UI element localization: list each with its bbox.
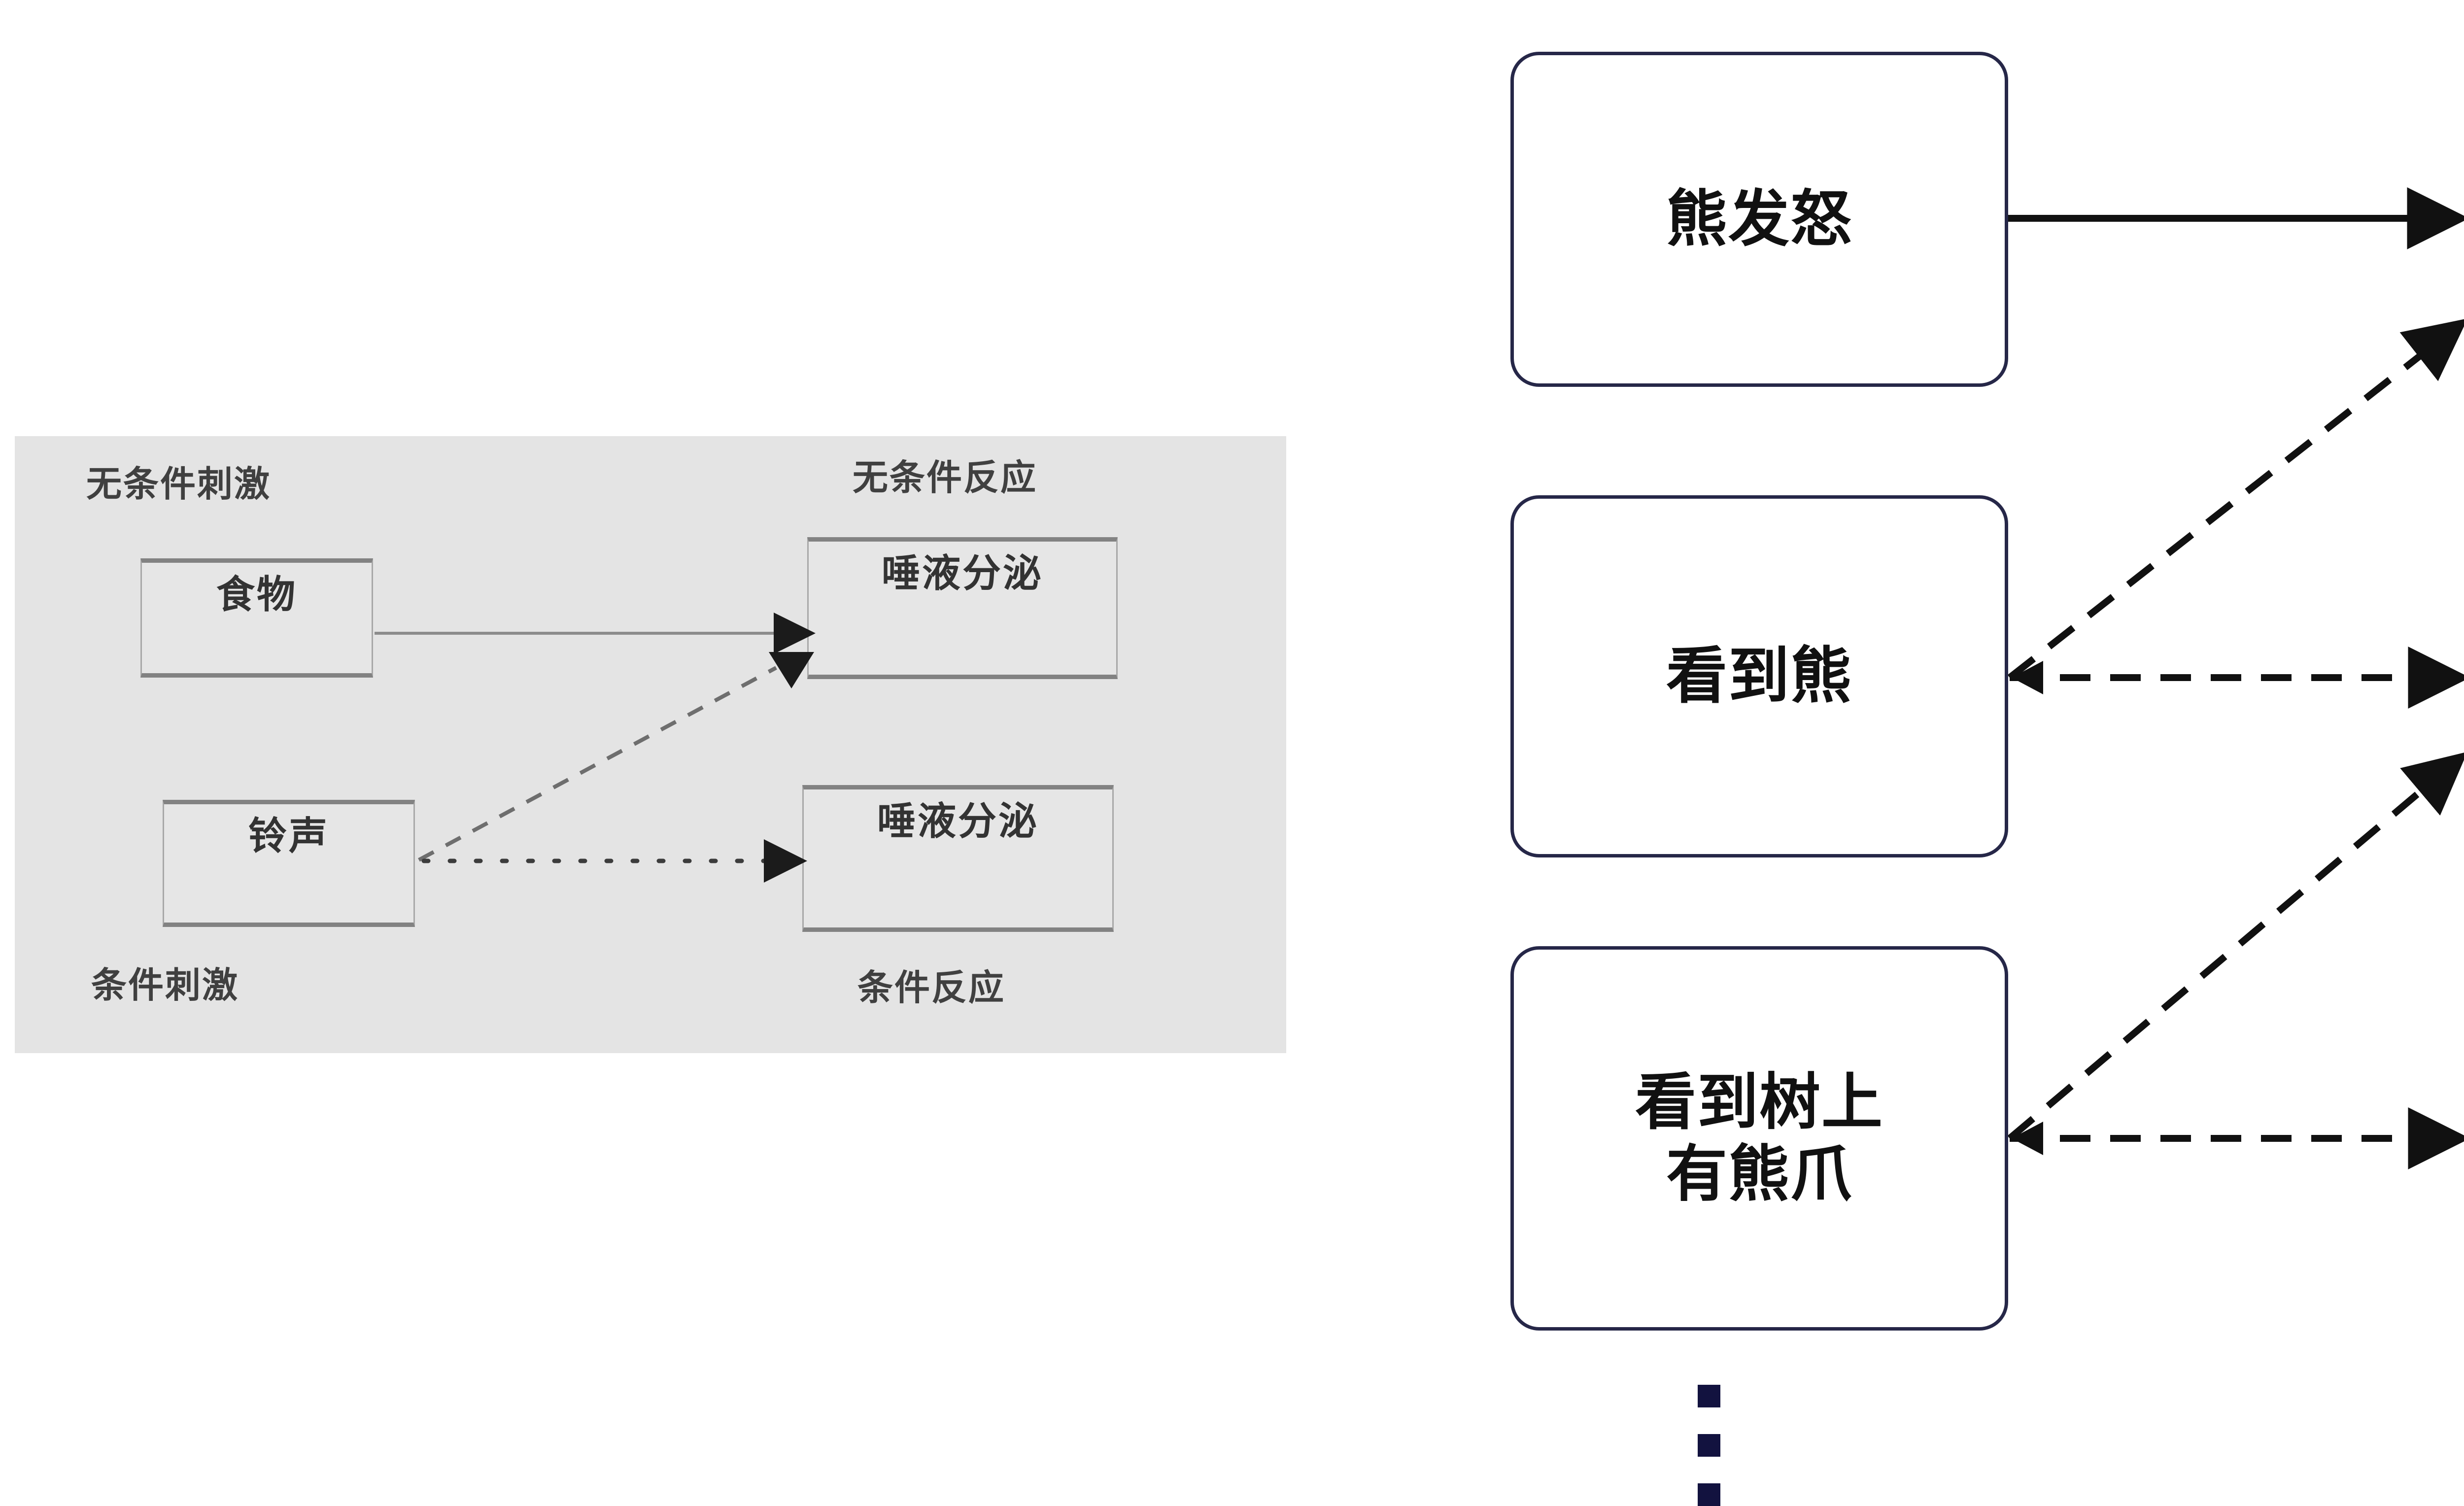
node-bell: 铃声 <box>163 800 415 927</box>
classical-conditioning-panel: 无条件刺激 无条件反应 条件刺激 条件反应 食物 铃声 唾液分泌 唾液分泌 <box>15 436 1286 1053</box>
ellipsis-dot <box>1698 1434 1720 1457</box>
edge-seebear-to-vsprime <box>2010 647 2464 709</box>
ellipsis-left-column <box>1698 1385 1720 1506</box>
edge-bell-to-salivation-bottom <box>421 839 807 883</box>
label-conditioned-stimulus: 条件刺激 <box>91 964 240 1006</box>
node-see-claw-line2: 有熊爪 <box>1666 1139 1852 1210</box>
classical-conditioning-edges <box>375 613 816 883</box>
node-food-label: 食物 <box>216 573 297 617</box>
node-bear-angry-label: 熊发怒 <box>1666 183 1852 255</box>
node-salivation-bottom-label: 唾液分泌 <box>877 799 1039 844</box>
node-salivation-bottom: 唾液分泌 <box>802 785 1114 932</box>
label-conditioned-response: 条件反应 <box>857 967 1006 1008</box>
label-unconditioned-response: 无条件反应 <box>853 457 1038 498</box>
node-see-claw-label: 看到树上 有熊爪 <box>1635 1066 1883 1211</box>
node-see-bear-label: 看到熊 <box>1666 641 1852 712</box>
node-see-bear: 看到熊 <box>1510 495 2008 857</box>
edge-seebear-to-reward <box>2007 318 2464 681</box>
rl-edges <box>2007 187 2464 1169</box>
label-unconditioned-stimulus: 无条件刺激 <box>86 463 272 505</box>
ellipsis-dot <box>1698 1385 1720 1407</box>
edge-seeclaw-to-vs <box>2010 1107 2464 1169</box>
node-see-claw: 看到树上 有熊爪 <box>1510 946 2008 1331</box>
edge-food-to-salivation <box>375 613 816 654</box>
edge-seeclaw-to-vsprime <box>2007 752 2464 1141</box>
node-bear-angry: 熊发怒 <box>1510 52 2008 387</box>
node-see-claw-line1: 看到树上 <box>1635 1066 1883 1138</box>
ellipsis-dot <box>1698 1483 1720 1506</box>
edge-bell-to-salivation-top <box>418 652 814 862</box>
node-salivation-top-label: 唾液分泌 <box>881 551 1043 596</box>
node-food: 食物 <box>140 558 373 678</box>
node-bell-label: 铃声 <box>248 814 329 858</box>
rl-value-propagation-panel: 熊发怒 看到熊 看到树上 有熊爪 奖励 V(s′) V(s) <box>1454 0 2464 1506</box>
node-salivation-top: 唾液分泌 <box>807 537 1118 679</box>
